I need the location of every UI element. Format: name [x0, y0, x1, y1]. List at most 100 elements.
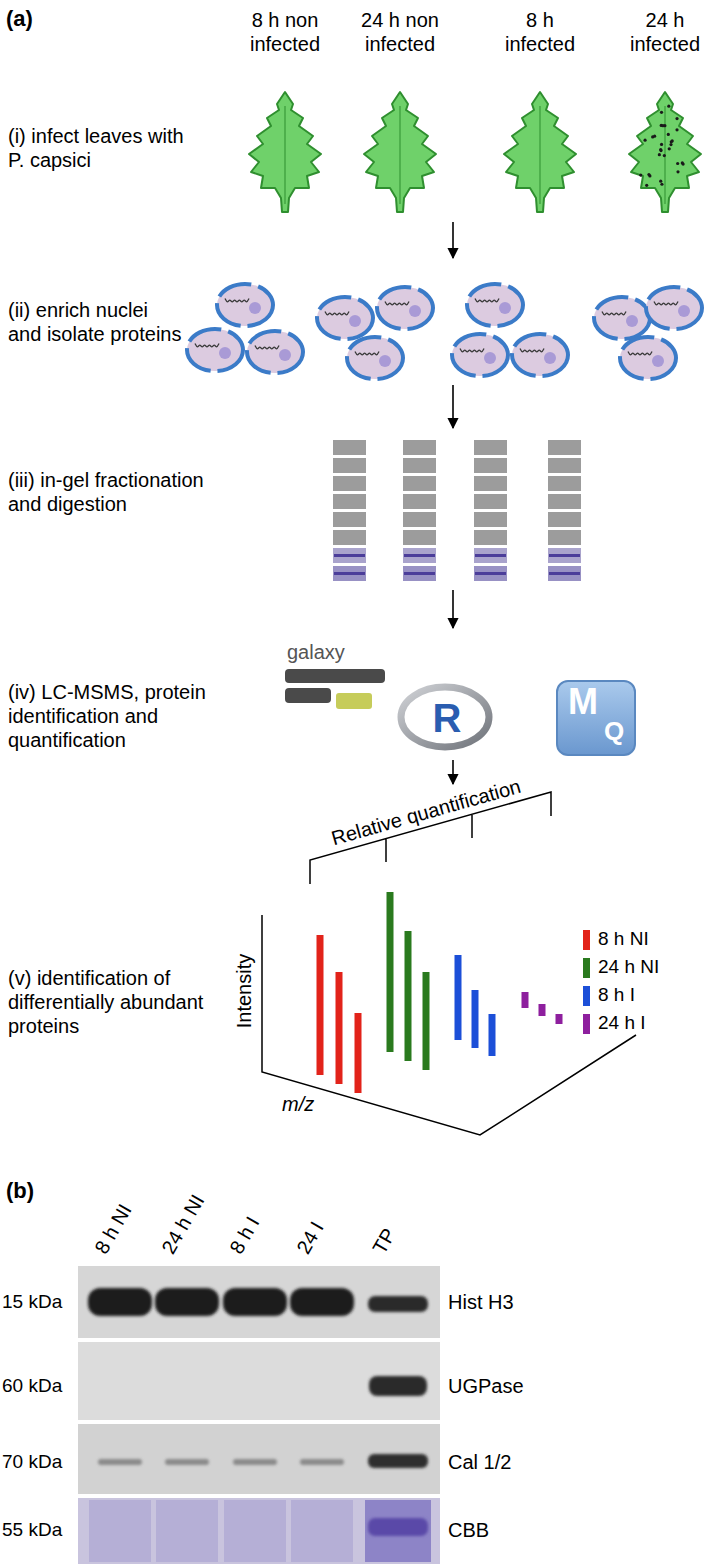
- intensity-bar: [455, 955, 462, 1040]
- infection-dot: [667, 105, 670, 108]
- blot-band: [155, 1288, 219, 1316]
- nucleus-illustration: [347, 337, 403, 379]
- leaf-illustration: [629, 92, 701, 212]
- gel-slice: [403, 476, 436, 491]
- nucleus-illustration: [467, 284, 523, 326]
- legend-swatch: [583, 930, 590, 950]
- nucleolus: [249, 302, 261, 314]
- gel-slice: [548, 494, 581, 509]
- blot-label: Hist H3: [448, 1290, 514, 1314]
- blot-band: [233, 1459, 277, 1465]
- gel-band: [334, 572, 365, 575]
- gel-slice: [474, 440, 507, 455]
- legend-label: 8 h I: [598, 984, 635, 1007]
- chart-axes: [262, 915, 636, 1135]
- gel-slice: [474, 458, 507, 473]
- intensity-bar: [387, 892, 394, 1052]
- condition-header: 24 h non infected: [358, 8, 442, 56]
- infection-dot: [660, 183, 663, 186]
- gel-band: [475, 572, 506, 575]
- intensity-bar: [355, 1013, 362, 1093]
- nucleolus: [279, 349, 291, 361]
- blot-lane: [224, 1500, 286, 1562]
- axis-title: Intensity: [232, 954, 256, 1028]
- lane-label: TP: [367, 1224, 401, 1258]
- infection-dot: [676, 170, 679, 173]
- bracket-label: Relative quantification: [329, 774, 524, 850]
- infection-dot: [669, 143, 672, 146]
- blot-band: [290, 1288, 354, 1316]
- blot-label: UGPase: [448, 1374, 524, 1398]
- nucleus-illustration: [594, 297, 650, 339]
- r-logo-ring: [401, 687, 489, 747]
- blot-band: [223, 1288, 287, 1316]
- nucleolus: [626, 315, 638, 327]
- gel-slice: [474, 494, 507, 509]
- logo-letter: M: [568, 684, 598, 720]
- infection-dot: [639, 174, 642, 177]
- software-logos: [285, 669, 489, 747]
- lane-label: 24 I: [291, 1217, 328, 1258]
- intensity-bar: [472, 990, 479, 1048]
- leaf-vein: [540, 106, 541, 204]
- blot-band: [165, 1459, 209, 1465]
- gel-band: [404, 572, 435, 575]
- infection-dot: [647, 173, 650, 176]
- gel-slice: [403, 566, 436, 581]
- condition-header: 8 h infected: [498, 8, 582, 56]
- blot-lane: [365, 1500, 431, 1562]
- gel-band: [549, 554, 580, 557]
- infection-dot: [667, 133, 670, 136]
- legend-label: 24 h NI: [598, 956, 659, 979]
- chromatin: [385, 302, 409, 305]
- gel-slice: [403, 440, 436, 455]
- condition-header: 8 h non infected: [243, 8, 327, 56]
- gel-slice: [548, 530, 581, 545]
- intensity-bar: [522, 992, 529, 1008]
- gel-slice: [333, 458, 366, 473]
- legend-swatch: [583, 958, 590, 978]
- galaxy-logo-bar: [336, 693, 372, 709]
- lane-label: 8 h NI: [89, 1200, 136, 1258]
- leaf-group: [249, 92, 701, 212]
- gel-slice: [403, 512, 436, 527]
- step-label: (i) infect leaves with P. capsici: [8, 124, 198, 172]
- gel-slice: [474, 548, 507, 563]
- lane-label: 24 h NI: [156, 1190, 209, 1258]
- intensity-bar: [489, 1014, 496, 1056]
- gel-slice: [548, 440, 581, 455]
- intensity-bar: [539, 1004, 546, 1016]
- step-arrow: [452, 590, 454, 628]
- leaf-vein: [285, 106, 286, 204]
- nucleus-illustration: [247, 331, 303, 373]
- chromatin: [520, 349, 544, 352]
- gel-slice: [548, 512, 581, 527]
- blot-strip: [78, 1424, 440, 1494]
- chromatin: [460, 349, 484, 352]
- panel-label: (a): [6, 6, 33, 32]
- axis-title: m/z: [282, 1092, 314, 1116]
- nucleus-illustration: [217, 284, 273, 326]
- software-logo-letter: R: [433, 698, 462, 738]
- gel-slice: [474, 476, 507, 491]
- nucleolus: [379, 355, 391, 367]
- nucleolus: [349, 315, 361, 327]
- gel-slice: [333, 440, 366, 455]
- leaf-illustration: [504, 92, 576, 212]
- intensity-bar: [405, 931, 412, 1061]
- gel-slice: [333, 494, 366, 509]
- gel-slice: [548, 548, 581, 563]
- infection-dot: [645, 184, 648, 187]
- nucleus-illustration: [452, 334, 508, 376]
- infection-dot: [658, 153, 661, 156]
- infection-dot: [651, 135, 654, 138]
- software-logo-box: MQ: [556, 680, 636, 756]
- leaf-illustration: [364, 92, 436, 212]
- infection-dot: [671, 139, 674, 142]
- infection-dot: [675, 128, 678, 131]
- software-logo-text: galaxy: [287, 640, 345, 664]
- gel-slice: [474, 566, 507, 581]
- nuclei-group: [187, 284, 702, 379]
